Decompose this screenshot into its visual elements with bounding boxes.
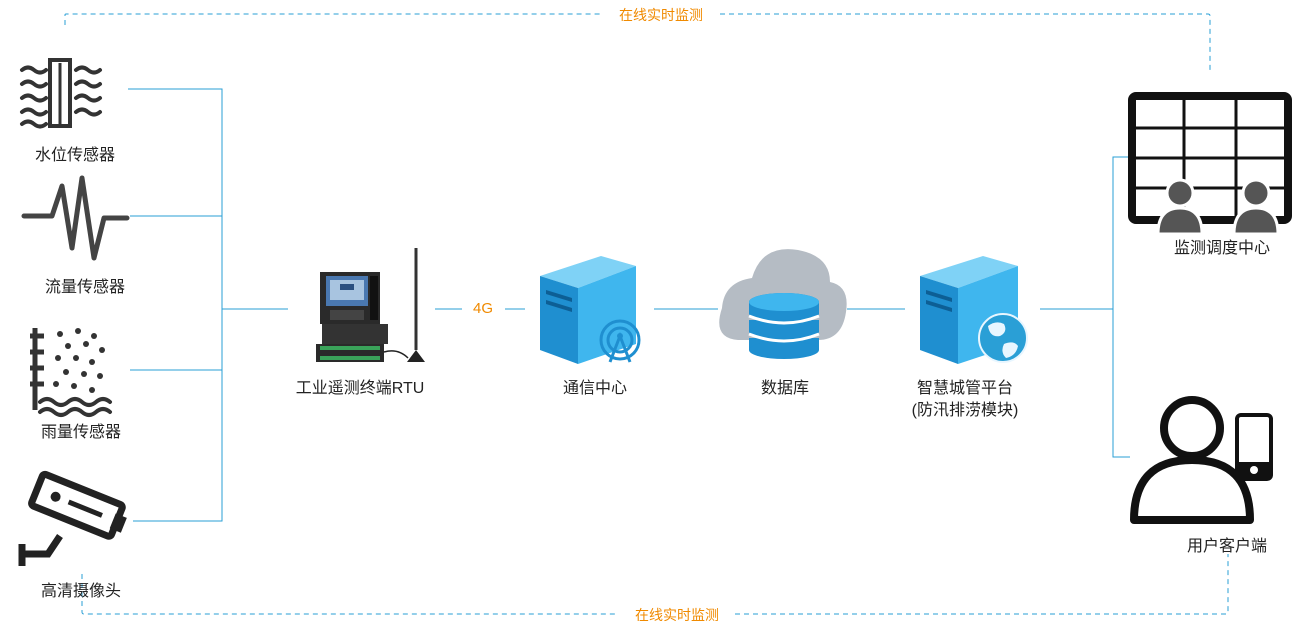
server-globe-icon — [920, 256, 1028, 364]
sensor-label-rain: 雨量传感器 — [40, 424, 121, 441]
cloud-database-icon — [719, 249, 847, 359]
water-level-icon — [20, 58, 102, 129]
flow-wave-icon — [21, 175, 130, 261]
sensor-label-water-level: 水位传感器 — [34, 147, 115, 164]
server-antenna-icon — [540, 256, 641, 364]
sensor-bracket — [128, 88, 288, 522]
rtu-device-icon — [316, 248, 425, 362]
cctv-camera-icon — [18, 470, 127, 566]
monitor-center-label: 监测调度中心 — [1173, 240, 1270, 257]
database-label: 数据库 — [760, 380, 809, 397]
top-dashed-link — [64, 13, 1211, 72]
platform-label-line1: 智慧城管平台 — [916, 380, 1013, 397]
rain-gauge-icon — [30, 328, 112, 417]
sensor-label-flow: 流量传感器 — [44, 279, 125, 296]
label-4g: 4G — [472, 300, 493, 317]
platform-label-line2: (防汛排涝模块) — [911, 402, 1019, 419]
comm-center-label: 通信中心 — [562, 380, 627, 397]
bottom-link-label: 在线实时监测 — [624, 605, 730, 625]
sensor-label-camera: 高清摄像头 — [40, 583, 121, 600]
client-label: 用户客户端 — [1186, 538, 1267, 555]
top-link-label: 在线实时监测 — [608, 5, 714, 25]
monitor-wall-icon — [1128, 92, 1292, 236]
rtu-label: 工业遥测终端RTU — [295, 380, 425, 397]
main-flow-line — [435, 156, 1130, 458]
bottom-dashed-link — [81, 554, 1229, 615]
user-phone-icon — [1130, 396, 1273, 524]
